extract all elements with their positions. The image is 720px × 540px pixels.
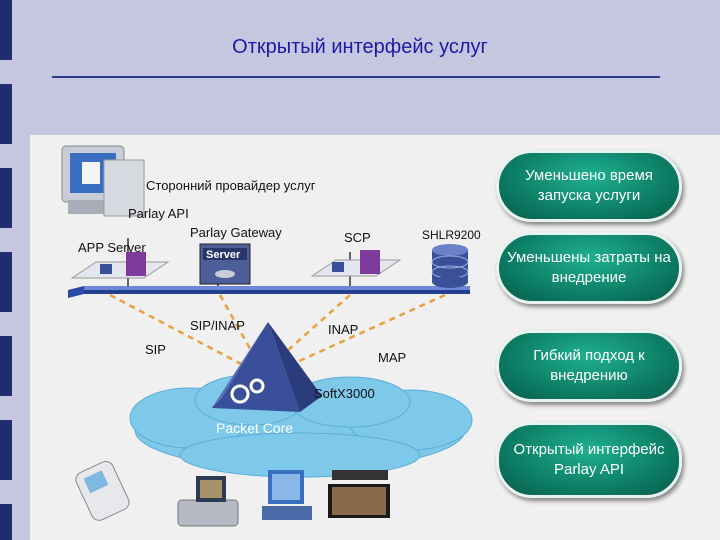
packet-core-label: Packet Core bbox=[216, 420, 294, 436]
map-label: MAP bbox=[378, 350, 407, 365]
inap-label: INAP bbox=[328, 322, 359, 337]
scp-label: SCP bbox=[344, 230, 371, 245]
server-badge: Server bbox=[206, 249, 241, 261]
side-decoration bbox=[0, 0, 14, 540]
benefit-time-to-market: Уменьшено время запуска услуги bbox=[496, 150, 682, 222]
parlay-api-label: Parlay API bbox=[128, 206, 189, 221]
third-party-label: Сторонний провайдер услуг bbox=[146, 178, 316, 193]
shlr-label: SHLR9200 bbox=[422, 228, 481, 242]
desktop-terminal bbox=[262, 470, 312, 520]
packet-core-cloud bbox=[129, 374, 473, 478]
benefit-open-parlay-api: Открытый интерфейс Parlay API bbox=[496, 422, 682, 498]
shlr-database bbox=[431, 244, 469, 288]
benefit-lower-cost: Уменьшены затраты на внедрение bbox=[496, 232, 682, 304]
title-underline bbox=[52, 76, 660, 78]
parlay-gateway-server bbox=[199, 243, 251, 285]
mobile-phone bbox=[75, 461, 130, 521]
sip-inap-label: SIP/INAP bbox=[190, 318, 245, 333]
app-server-node bbox=[70, 252, 170, 279]
softx-pyramid bbox=[212, 322, 322, 412]
parlay-gateway-label: Parlay Gateway bbox=[190, 225, 282, 240]
video-phone bbox=[177, 476, 239, 527]
slide-title: Открытый интерфейс услуг bbox=[232, 36, 488, 58]
sip-label: SIP bbox=[145, 342, 166, 357]
scp-node bbox=[310, 250, 402, 277]
third-party-pc bbox=[61, 145, 145, 217]
softx-label: SoftX3000 bbox=[314, 386, 375, 401]
benefit-flexible-deployment: Гибкий подход к внедрению bbox=[496, 330, 682, 402]
app-server-label: APP Server bbox=[78, 240, 146, 255]
iptv-set bbox=[328, 470, 390, 518]
